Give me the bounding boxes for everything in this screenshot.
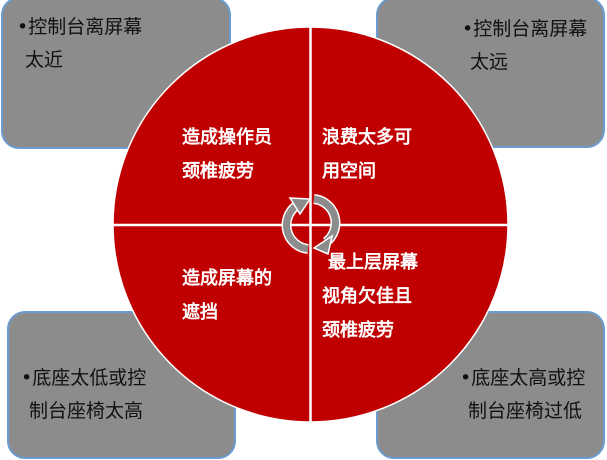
quadrant-line: 视角欠佳且 xyxy=(322,286,412,307)
cause-text-line: •控制台离屏幕 xyxy=(462,18,588,40)
cause-text-line: 制台座椅过低 xyxy=(468,400,583,422)
quadrant-line: 颈椎疲劳 xyxy=(182,161,254,182)
quadrant-line: 浪费太多可 xyxy=(322,127,412,148)
cycle-arrows-icon xyxy=(281,194,341,256)
quadrant-line: 造成屏幕的 xyxy=(182,268,272,289)
quadrant-line: 造成操作员 xyxy=(182,127,272,148)
quadrant-text-bottom-right: 最上层屏幕 视角欠佳且 颈椎疲劳 xyxy=(322,246,418,348)
quadrant-text-bottom-left: 造成屏幕的 遮挡 xyxy=(182,262,272,330)
quadrant-line: 最上层屏幕 xyxy=(328,252,418,273)
cause-text-line: •底座太高或控 xyxy=(460,367,586,389)
cause-text-line: •底座太低或控 xyxy=(21,367,147,389)
quadrant-text-top-left: 造成操作员 颈椎疲劳 xyxy=(182,121,272,189)
quadrant-line: 颈椎疲劳 xyxy=(322,320,394,341)
cause-text-line: 制台座椅太高 xyxy=(29,400,144,422)
quadrant-line: 用空间 xyxy=(322,161,376,182)
cause-text-line: 太近 xyxy=(25,49,64,71)
cause-text-line: •控制台离屏幕 xyxy=(17,16,143,38)
quadrant-line: 遮挡 xyxy=(182,302,218,323)
quadrant-text-top-right: 浪费太多可 用空间 xyxy=(322,121,412,189)
cause-text-line: 太远 xyxy=(470,51,509,73)
